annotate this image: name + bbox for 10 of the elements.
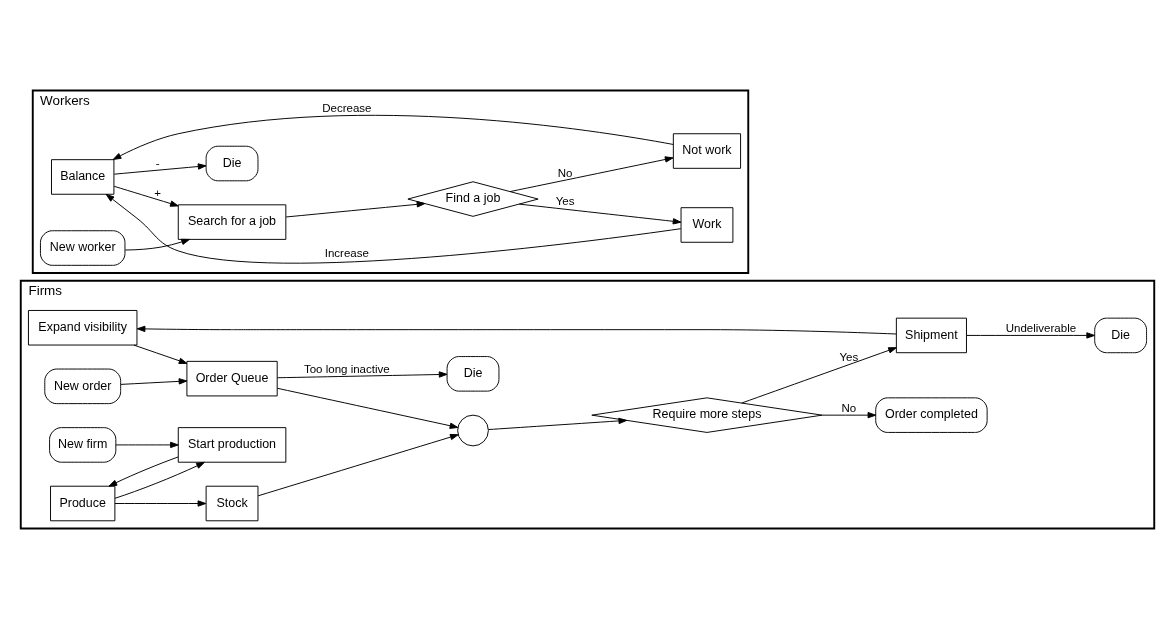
edge-label: Decrease bbox=[322, 101, 372, 114]
edge-label: + bbox=[154, 186, 161, 199]
edge-label: Yes bbox=[839, 350, 859, 363]
edge-label: No bbox=[557, 166, 573, 179]
edge-label: No bbox=[841, 401, 857, 414]
edge-label: - bbox=[155, 156, 160, 169]
edge-label: Increase bbox=[324, 246, 369, 259]
edge-label: Undeliverable bbox=[1005, 321, 1077, 334]
edge-label: Yes bbox=[555, 194, 575, 207]
edge-label: Too long inactive bbox=[303, 362, 390, 374]
